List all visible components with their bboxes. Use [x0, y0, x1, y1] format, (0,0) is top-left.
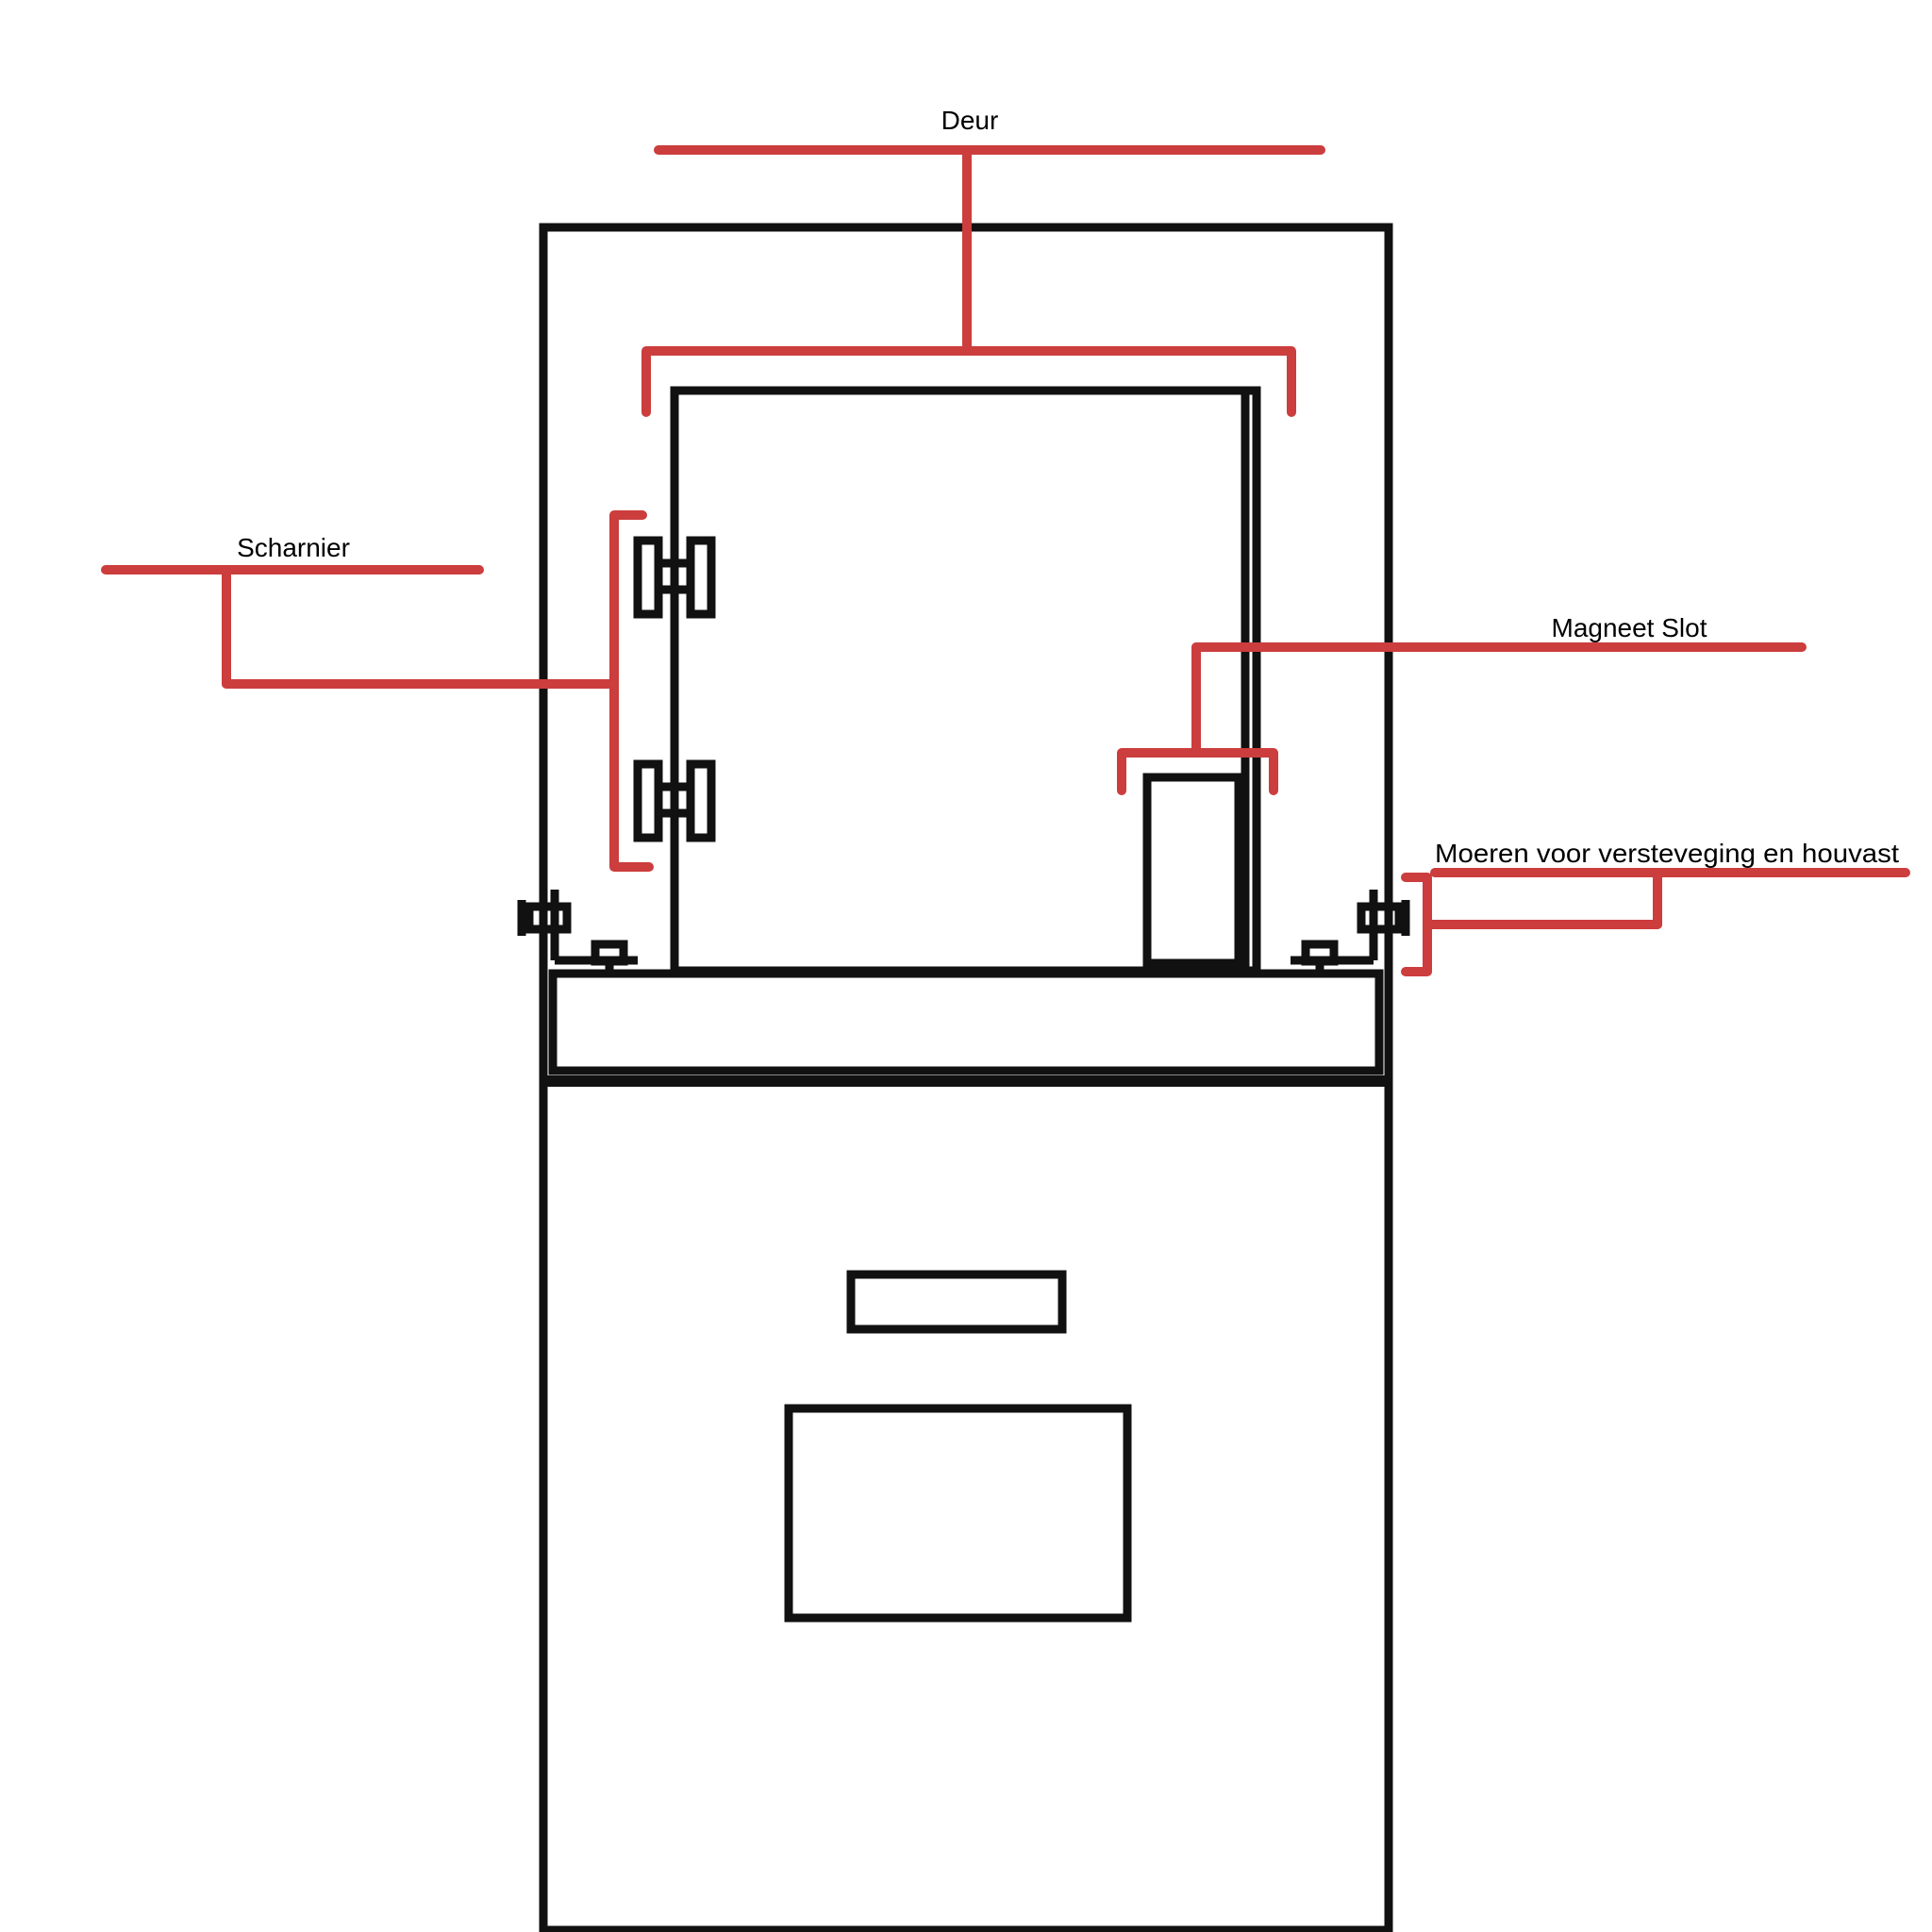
- magnet-lock: [1142, 773, 1243, 968]
- cabinet-structure: [517, 223, 1410, 1932]
- annotations: [101, 145, 1910, 976]
- annotation-moeren: [1401, 868, 1910, 976]
- nut-assembly-left: [517, 890, 638, 970]
- base-plate: [548, 969, 1384, 1075]
- label-magneet-slot: Magneet Slot: [1552, 613, 1707, 642]
- label-moeren: Moeren voor versteveging en houvast: [1435, 839, 1899, 868]
- lower-panel: [784, 1404, 1132, 1623]
- annotation-magneet-slot: [1117, 642, 1807, 795]
- annotation-deur: [641, 145, 1325, 417]
- door-panel: [670, 386, 1261, 975]
- label-deur: Deur: [941, 106, 999, 135]
- nut-assembly-right: [1291, 890, 1410, 970]
- hinge-upper: [633, 536, 716, 619]
- annotation-scharnier: [101, 510, 654, 872]
- label-scharnier: Scharnier: [237, 533, 350, 562]
- lower-slot: [846, 1270, 1067, 1334]
- hinge-lower: [633, 759, 716, 842]
